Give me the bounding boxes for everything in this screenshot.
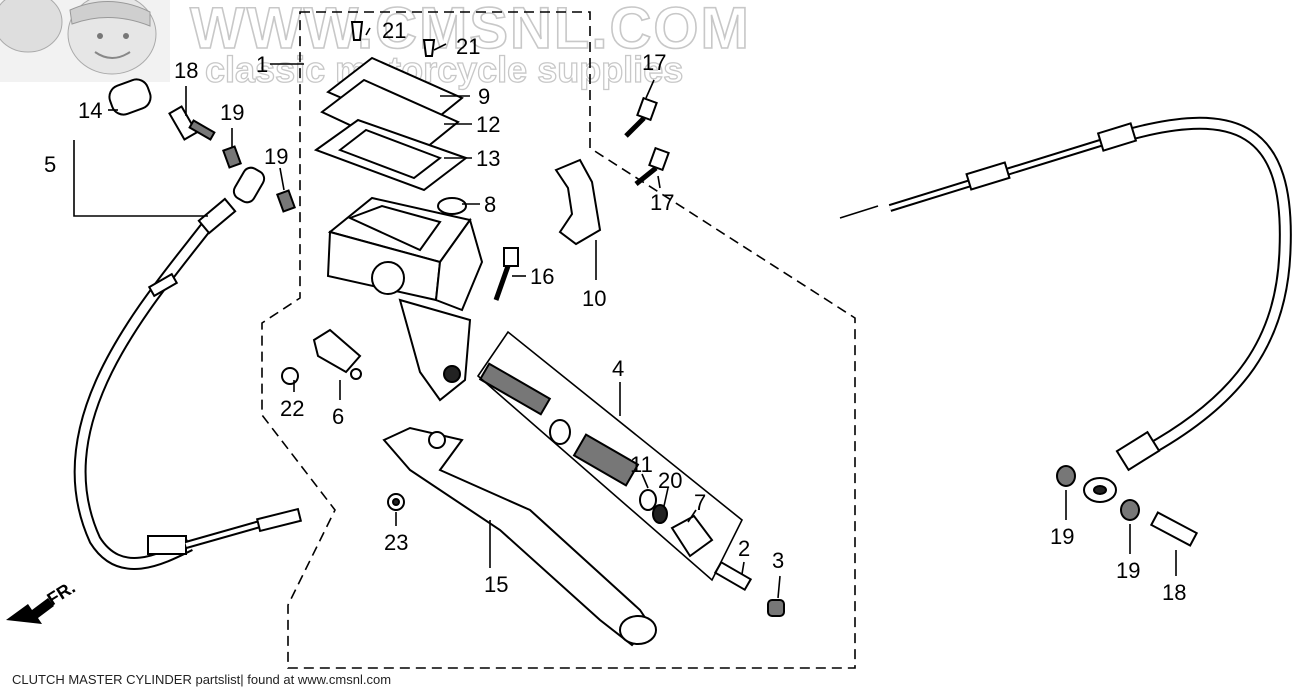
watermark-tagline: classic motorcycle supplies — [205, 49, 683, 90]
callout-5: 5 — [44, 152, 56, 177]
callout-13: 13 — [476, 146, 500, 171]
callout-6: 6 — [332, 404, 344, 429]
callout-12: 12 — [476, 112, 500, 137]
left-clutch-hose — [73, 166, 303, 570]
callout-labels: 1 21 21 9 12 13 8 16 10 17 17 5 14 18 19… — [44, 18, 1186, 605]
callout-1: 1 — [256, 52, 268, 77]
callout-23: 23 — [384, 530, 408, 555]
clutch-lever — [382, 426, 657, 647]
callout-17a: 17 — [642, 50, 666, 75]
callout-11: 11 — [630, 452, 653, 477]
reservoir-cap-stack — [313, 56, 469, 192]
callout-19c: 19 — [1050, 524, 1074, 549]
assembly-boundary — [261, 11, 856, 669]
caption-footer: CLUTCH MASTER CYLINDER partslist| found … — [12, 672, 392, 687]
callout-18b: 18 — [1162, 580, 1186, 605]
piston-kit-frame — [476, 330, 744, 582]
small-fasteners — [108, 21, 1199, 617]
callout-21a: 21 — [382, 18, 406, 43]
bracket-holder — [554, 158, 602, 246]
right-clutch-hose — [888, 116, 1292, 503]
front-direction-arrow: FR. — [6, 577, 79, 624]
callout-8: 8 — [484, 192, 496, 217]
callout-10: 10 — [582, 286, 606, 311]
callout-9: 9 — [478, 84, 490, 109]
callout-20: 20 — [658, 468, 682, 493]
callout-14: 14 — [78, 98, 102, 123]
callout-15: 15 — [484, 572, 508, 597]
callout-21b: 21 — [456, 34, 480, 59]
clutch-switch — [281, 328, 362, 385]
callout-19b: 19 — [264, 144, 288, 169]
callout-7: 7 — [694, 490, 706, 515]
callout-22: 22 — [280, 396, 304, 421]
corner-photo — [0, 0, 170, 82]
callout-19d: 19 — [1116, 558, 1140, 583]
callout-18a: 18 — [174, 58, 198, 83]
callout-19a: 19 — [220, 100, 244, 125]
callout-3: 3 — [772, 548, 784, 573]
leader-lines — [73, 27, 1177, 599]
master-cylinder-body — [326, 196, 484, 402]
piston-set — [478, 362, 714, 558]
callout-4: 4 — [612, 356, 624, 381]
callout-17b: 17 — [650, 190, 674, 215]
callout-2: 2 — [738, 536, 750, 561]
watermark-url: WWW.CMSNL.COM — [190, 0, 751, 61]
callout-16: 16 — [530, 264, 554, 289]
